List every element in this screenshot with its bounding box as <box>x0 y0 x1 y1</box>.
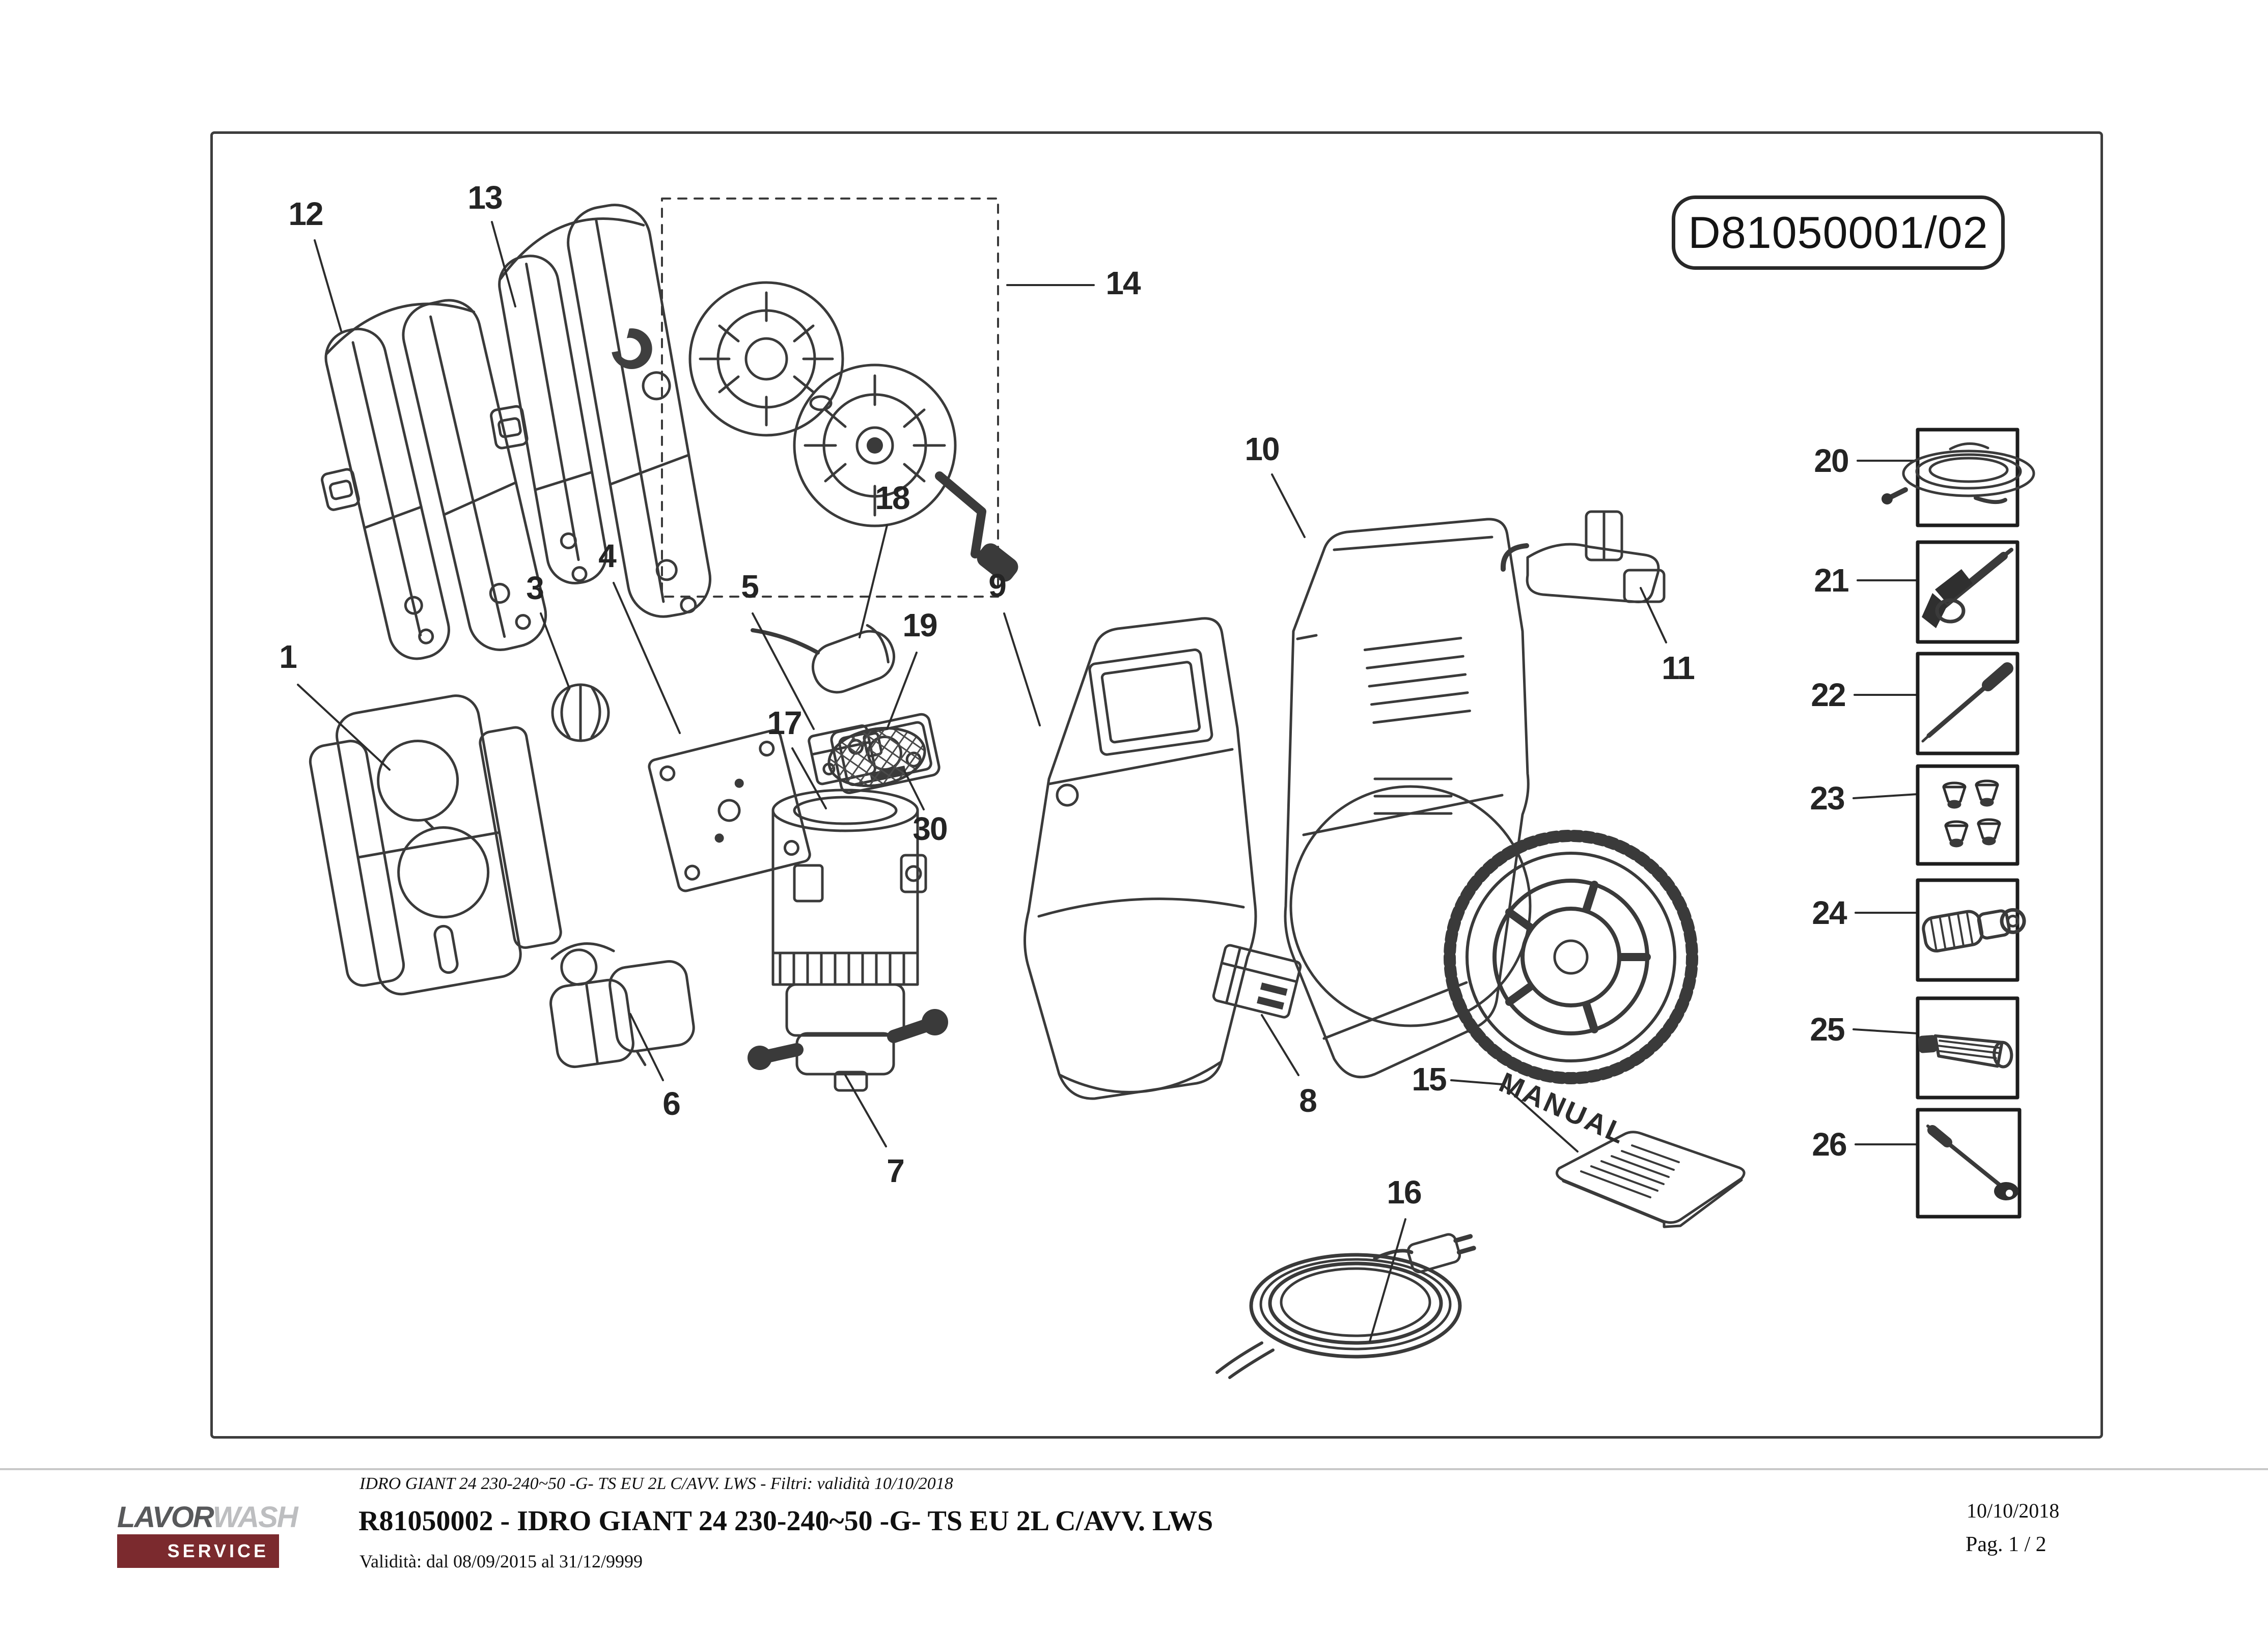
part-16-power-cord <box>1215 1233 1476 1379</box>
lance-assembly-icon <box>1926 1125 2018 1200</box>
part-18-capacitor <box>751 624 896 694</box>
part-number-label-9: 9 <box>988 567 1007 604</box>
logo-word-wash: WASH <box>212 1501 298 1534</box>
part-7-motor-pump <box>748 789 948 1092</box>
part-10-rear-housing <box>1284 518 1532 1079</box>
part-number-label-24: 24 <box>1812 894 1847 931</box>
quick-connector-icon <box>1922 908 2026 952</box>
logo-service-label: SERVICE <box>167 1540 269 1561</box>
part-12-handle-half <box>321 299 547 660</box>
part-number-label-15: 15 <box>1412 1061 1447 1098</box>
part-number-label-21: 21 <box>1814 562 1849 599</box>
logo-word-lavor: LAVOR <box>117 1501 214 1534</box>
part-number-label-20: 20 <box>1814 442 1849 479</box>
part-9-front-housing <box>1024 617 1257 1100</box>
part-10-wheel <box>1444 830 1698 1084</box>
part-number-label-1: 1 <box>279 638 297 675</box>
footer-divider <box>0 1468 2268 1470</box>
logo-wordmark: LAVORWASH <box>117 1501 298 1534</box>
part-number-label-10: 10 <box>1244 431 1280 467</box>
part-number-label-22: 22 <box>1811 677 1846 713</box>
lance-icon <box>1921 662 2013 743</box>
part-number-label-13: 13 <box>467 179 503 216</box>
lavorwash-logo: LAVORWASH SERVICE <box>117 1501 298 1568</box>
part-8-step-bracket <box>1212 944 1302 1019</box>
part-30-filter-mesh <box>827 726 926 788</box>
turbo-nozzle-icon <box>1918 1034 2013 1069</box>
spray-gun-icon <box>1922 548 2013 628</box>
drawing-code: D81050001/02 <box>1688 207 1988 258</box>
footer-model-line: IDRO GIANT 24 230-240~50 -G- TS EU 2L C/… <box>359 1474 953 1493</box>
part-number-label-14: 14 <box>1105 265 1141 301</box>
part-number-label-3: 3 <box>526 570 544 606</box>
footer-validity-line: Validità: dal 08/09/2015 al 31/12/9999 <box>359 1551 643 1571</box>
part-number-label-17: 17 <box>767 705 802 741</box>
part-11-handle-bracket <box>1500 510 1666 604</box>
part-4-plate <box>648 729 811 892</box>
part-number-label-12: 12 <box>288 195 323 232</box>
part-number-label-16: 16 <box>1387 1174 1422 1211</box>
part-number-label-6: 6 <box>662 1085 681 1122</box>
part-number-label-25: 25 <box>1810 1011 1845 1048</box>
part-3-knob <box>551 683 610 742</box>
part-number-label-18: 18 <box>875 480 910 516</box>
part-number-label-30: 30 <box>912 810 948 847</box>
footer-title-line: R81050002 - IDRO GIANT 24 230-240~50 -G-… <box>358 1505 1213 1537</box>
part-14-dashed-box <box>661 198 999 598</box>
part-number-label-26: 26 <box>1812 1126 1847 1163</box>
part-number-label-7: 7 <box>887 1153 905 1189</box>
part-number-label-4: 4 <box>598 538 617 574</box>
part-number-label-19: 19 <box>902 607 937 643</box>
part-13-handle-half <box>490 204 712 618</box>
footer-page-number: Pag. 1 / 2 <box>1966 1533 2046 1556</box>
part-number-label-11: 11 <box>1662 650 1695 686</box>
drawing-code-box: D81050001/02 <box>1672 195 2005 270</box>
footer-date: 10/10/2018 <box>1967 1499 2060 1522</box>
part-15-manual-book <box>1556 1131 1746 1228</box>
part-number-label-8: 8 <box>1299 1082 1317 1119</box>
part-number-label-23: 23 <box>1810 780 1845 817</box>
diagram-border <box>210 131 2103 1439</box>
part-number-label-5: 5 <box>741 568 759 605</box>
logo-service-bar: SERVICE <box>117 1534 279 1568</box>
hose-icon <box>1882 442 2035 504</box>
part-6-bracket <box>549 942 695 1069</box>
leader-lines <box>297 221 1919 1342</box>
part-14-hose-reel <box>688 281 1018 582</box>
part-1-front-panel <box>309 694 562 996</box>
